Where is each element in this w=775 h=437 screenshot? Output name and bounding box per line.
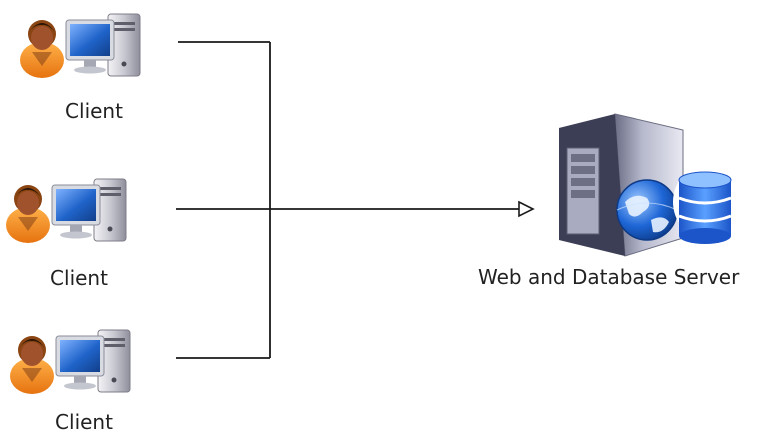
desktop-computer-icon — [65, 13, 141, 77]
database-icon — [673, 166, 737, 244]
client-node-2 — [6, 178, 127, 243]
user-icon — [6, 185, 50, 243]
client-label: Client — [55, 410, 113, 434]
desktop-computer-icon — [51, 178, 127, 242]
globe-icon — [616, 179, 678, 241]
client-label: Client — [50, 266, 108, 290]
client-node-1 — [20, 13, 141, 78]
user-icon — [20, 20, 64, 78]
desktop-computer-icon — [55, 329, 131, 393]
user-icon — [10, 336, 54, 394]
connector-lines — [176, 41, 520, 359]
client-label: Client — [65, 99, 123, 123]
server-node — [559, 113, 737, 257]
server-label: Web and Database Server — [478, 265, 740, 289]
arrowhead — [518, 200, 535, 218]
client-node-3 — [10, 329, 131, 394]
